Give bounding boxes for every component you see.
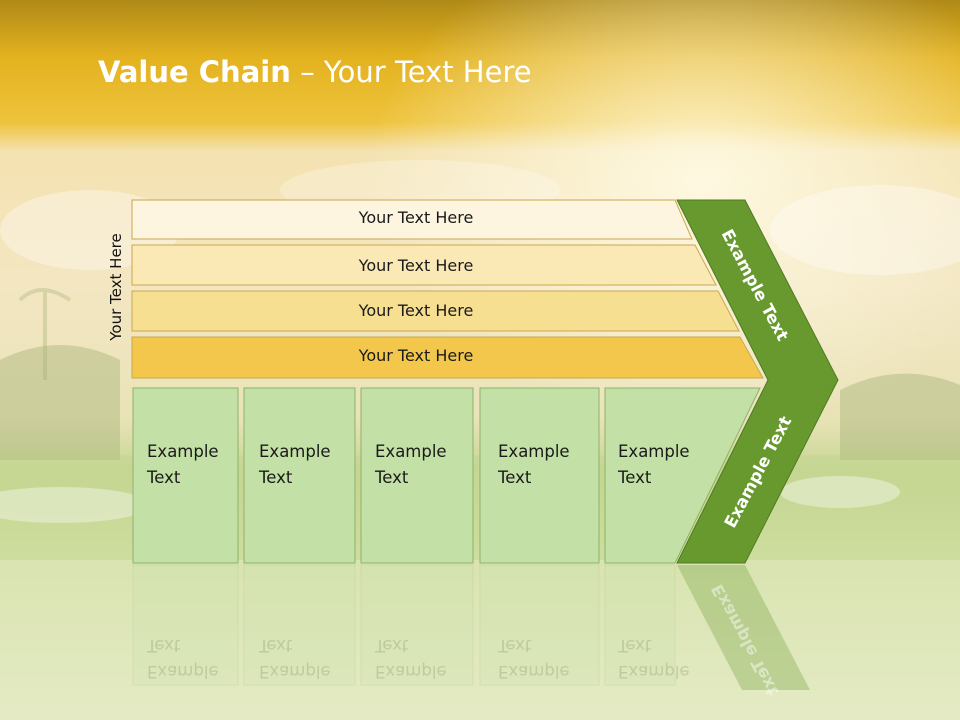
value-box-5 — [604, 387, 761, 564]
box-text-1: Example Text — [147, 439, 239, 491]
box-text-2-line1: Example — [259, 442, 331, 461]
value-box-4 — [479, 387, 600, 564]
box-text-3: Example Text — [375, 439, 467, 491]
title-rest: – Your Text Here — [290, 55, 532, 89]
title-bold: Value Chain — [98, 55, 291, 89]
slide-title: Value Chain – Your Text Here — [98, 55, 532, 89]
box-reflection-1-line1: Example — [147, 662, 219, 681]
box-reflection-4: Example Text — [498, 632, 590, 684]
box-text-3-line2: Text — [375, 468, 409, 487]
row-bar-2 — [131, 244, 717, 286]
box-reflection-4-line2: Text — [498, 636, 532, 655]
chevron-arrow — [676, 199, 839, 564]
row-bar-4 — [131, 336, 764, 379]
box-text-2: Example Text — [259, 439, 351, 491]
box-reflection-3-line2: Text — [375, 636, 409, 655]
row-bar-3 — [131, 290, 740, 332]
box-reflection-4-line1: Example — [498, 662, 570, 681]
box-text-5: Example Text — [618, 439, 710, 491]
box-text-1-line1: Example — [147, 442, 219, 461]
box-text-1-line2: Text — [147, 468, 181, 487]
box-text-4: Example Text — [498, 439, 590, 491]
box-reflection-3-line1: Example — [375, 662, 447, 681]
value-box-1 — [132, 387, 239, 564]
box-reflection-5: Example Text — [618, 632, 710, 684]
box-reflection-1-line2: Text — [147, 636, 181, 655]
row-label-4: Your Text Here — [358, 346, 474, 365]
box-reflection-2-line1: Example — [259, 662, 331, 681]
row-label-1: Your Text Here — [358, 208, 474, 227]
box-text-2-line2: Text — [259, 468, 293, 487]
box-text-5-line2: Text — [618, 468, 652, 487]
box-reflection-2-line2: Text — [259, 636, 293, 655]
box-reflection-5-line1: Example — [618, 662, 690, 681]
vertical-label: Your Text Here — [107, 233, 125, 341]
box-reflection-2: Example Text — [259, 632, 351, 684]
row-bar-1 — [131, 199, 693, 240]
box-text-4-line1: Example — [498, 442, 570, 461]
box-text-4-line2: Text — [498, 468, 532, 487]
box-reflection-5-line2: Text — [618, 636, 652, 655]
row-label-3: Your Text Here — [358, 301, 474, 320]
value-box-3 — [360, 387, 474, 564]
value-box-2 — [243, 387, 356, 564]
row-label-2: Your Text Here — [358, 256, 474, 275]
box-reflection-1: Example Text — [147, 632, 239, 684]
box-reflection-3: Example Text — [375, 632, 467, 684]
box-text-3-line1: Example — [375, 442, 447, 461]
box-text-5-line1: Example — [618, 442, 690, 461]
